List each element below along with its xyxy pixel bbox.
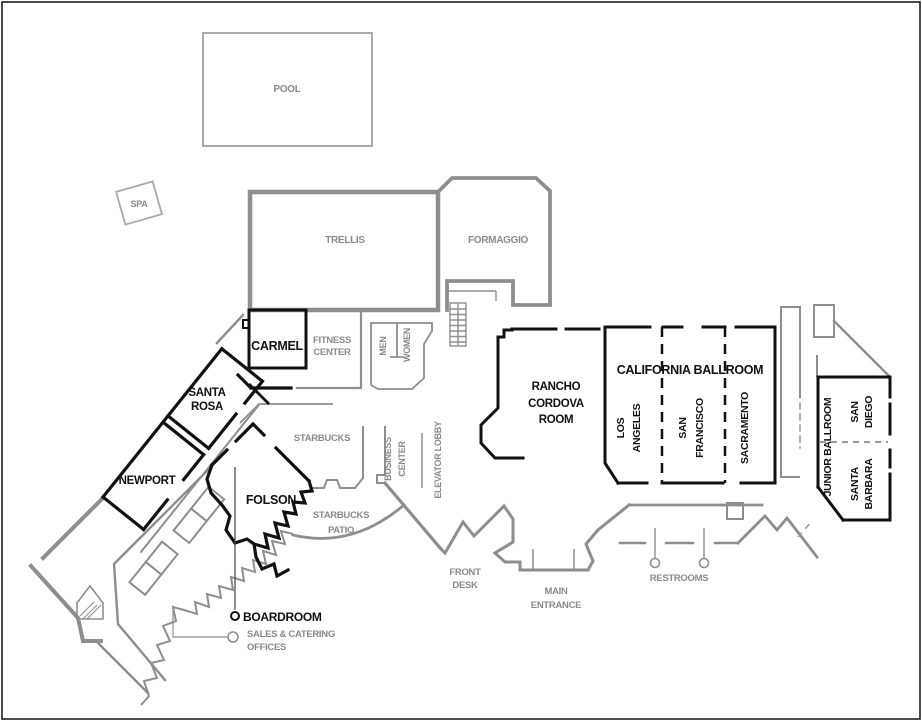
wing-terrace <box>128 403 261 597</box>
label-santa-barbara-1: SANTA <box>849 466 861 501</box>
corridor-wall <box>235 372 293 391</box>
label-newport: NEWPORT <box>119 475 176 487</box>
lobby-east-wall <box>584 502 632 573</box>
folson-outline <box>205 421 315 579</box>
label-sacramento: SACRAMENTO <box>739 392 751 464</box>
restroom-door-icon <box>698 557 710 569</box>
label-business-center-2: CENTER <box>397 441 407 477</box>
label-front-desk-2: DESK <box>452 580 478 591</box>
label-sales-catering-1: SALES & CATERING <box>247 629 335 640</box>
label-rancho-2: CORDOVA <box>528 398 584 410</box>
label-boardroom: BOARDROOM <box>243 610 322 624</box>
sales-catering-marker-icon <box>227 631 239 643</box>
main-entrance-columns <box>532 549 575 570</box>
label-sales-catering-2: OFFICES <box>247 642 286 653</box>
label-santa-barbara-2: BARBARA <box>863 458 875 510</box>
label-los-angeles-1: LOS <box>615 417 627 438</box>
pool-outline <box>202 32 373 147</box>
front-desk-walls <box>438 503 522 572</box>
label-junior-ballroom: JUNIOR BALLROOM <box>822 397 834 496</box>
label-starbucks-patio-2: PATIO <box>328 525 354 536</box>
junior-ballroom-outline <box>815 375 892 523</box>
label-rancho-3: ROOM <box>539 414 574 426</box>
label-santa-rosa-2: ROSA <box>191 401 223 413</box>
california-ballroom-outline <box>603 325 777 486</box>
rock-edge <box>140 529 294 706</box>
label-main-entrance-2: ENTRANCE <box>531 600 581 611</box>
business-center-walls <box>376 426 386 484</box>
label-carmel: CARMEL <box>251 339 303 353</box>
wing-connector-wall <box>215 313 245 345</box>
label-fitness-1: FITNESS <box>313 335 351 346</box>
label-starbucks: STARBUCKS <box>294 433 350 444</box>
starbucks-walls <box>311 426 364 489</box>
label-front-desk-1: FRONT <box>449 567 481 578</box>
boardroom-callout <box>230 467 240 621</box>
label-spa: SPA <box>131 199 149 209</box>
men-women-outline <box>370 322 433 390</box>
label-men: MEN <box>378 336 388 355</box>
trellis-outline <box>247 189 441 313</box>
east-corridor-walls <box>780 304 892 478</box>
label-women: WOMEN <box>402 328 412 362</box>
carmel-outline <box>242 308 308 370</box>
corridor-wall <box>248 383 270 405</box>
lobby-wall <box>382 480 444 552</box>
label-business-center-1: BUSINESS <box>383 437 393 481</box>
southwest-landscape <box>28 466 212 695</box>
restroom-door-icon <box>649 557 661 569</box>
stairs-icon <box>447 290 497 347</box>
label-elevator-lobby: ELEVATOR LOBBY <box>433 421 443 499</box>
label-los-angeles-2: ANGELES <box>631 403 643 452</box>
wing-walls <box>100 346 265 597</box>
label-main-entrance-1: MAIN <box>544 586 568 597</box>
label-restrooms: RESTROOMS <box>650 573 709 584</box>
label-santa-rosa-1: SANTA <box>188 387 225 399</box>
rancho-cordova-outline <box>479 327 601 460</box>
airwall-divider <box>660 327 727 483</box>
label-trellis: TRELLIS <box>325 235 365 246</box>
label-fitness-2: CENTER <box>313 347 351 358</box>
label-rancho-1: RANCHO <box>532 381 581 393</box>
label-folson: FOLSON <box>246 493 297 507</box>
starbucks-patio-arc <box>291 503 406 540</box>
label-san-diego-1: SAN <box>849 401 861 422</box>
fitness-center-walls <box>295 308 363 390</box>
restrooms-walls <box>618 502 819 569</box>
boardroom-marker-icon <box>230 611 240 621</box>
label-san-francisco-2: FRANCISCO <box>694 398 706 458</box>
label-starbucks-patio-1: STARBUCKS <box>313 510 369 521</box>
stairs-icon <box>76 584 104 620</box>
starbucks-corridor-wall <box>239 403 333 424</box>
label-california-ballroom: CALIFORNIA BALLROOM <box>617 363 764 377</box>
label-pool: POOL <box>273 84 300 95</box>
spa-outline <box>114 180 164 226</box>
formaggio-outline <box>435 176 552 312</box>
label-san-francisco-1: SAN <box>677 417 689 438</box>
label-san-diego-2: DIEGO <box>863 396 875 428</box>
sales-catering-callout <box>172 607 239 643</box>
label-formaggio: FORMAGGIO <box>468 235 529 246</box>
